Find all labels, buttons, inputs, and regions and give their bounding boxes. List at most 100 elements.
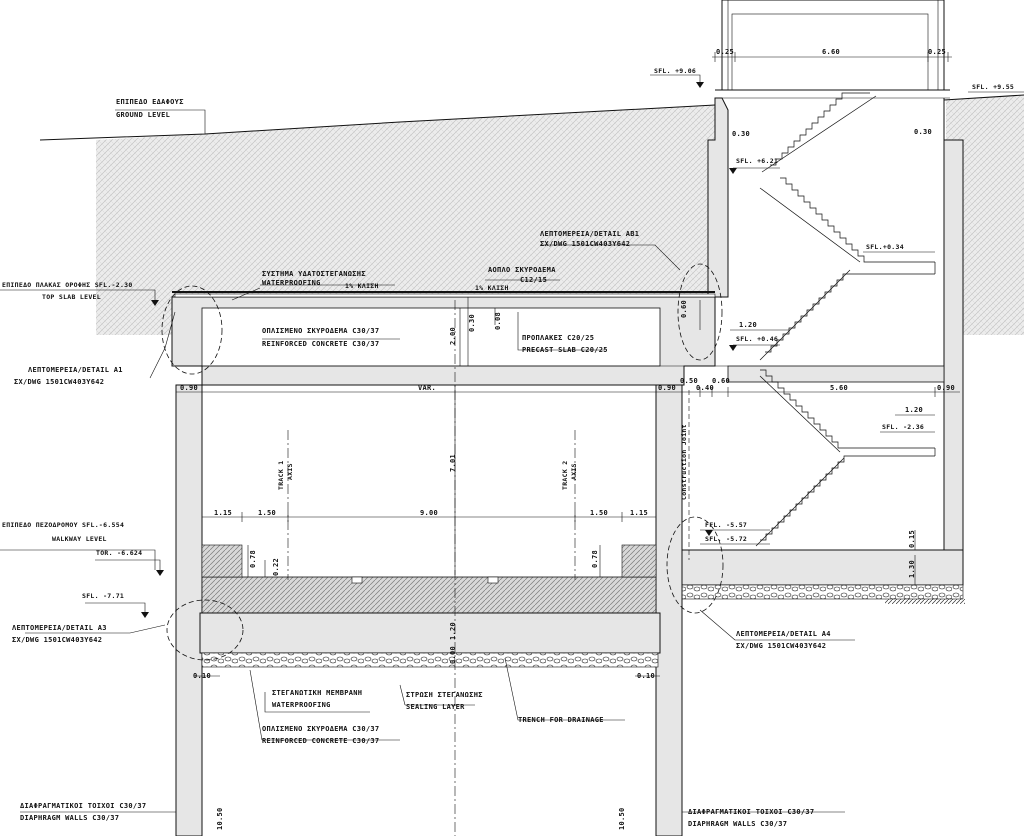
- ground-line-right: [943, 94, 1024, 101]
- dim-900: 9.00: [420, 509, 438, 517]
- slope-label-2: 1% ΚΛΙΣΗ: [475, 284, 509, 292]
- waterproofing-gr: ΣΥΣΤΗΜΑ ΥΔΑΤΟΣΤΕΓΑΝΩΣΗΣ: [262, 270, 366, 278]
- dim-090-c: 0.90: [937, 384, 955, 392]
- dim-701: 7.01: [449, 454, 457, 472]
- trench-label: TRENCH FOR DRAINAGE: [518, 716, 604, 724]
- dim-1050-b: 10.50: [618, 807, 626, 830]
- slope-label-1: 1% ΚΛΙΣΗ: [345, 282, 379, 290]
- soil-mass-right: [946, 95, 1024, 335]
- precast-slab-gr: ΠΡΟΠΛΑΚΕΣ C20/25: [522, 334, 594, 342]
- dim-078-b: 0.78: [591, 550, 599, 568]
- tor-level: TOR. -6.624: [96, 549, 142, 557]
- dim-030-a: 0.30: [732, 130, 750, 138]
- level-markers: [141, 82, 737, 618]
- sfl-236: SFL. -2.36: [882, 423, 924, 431]
- sealing-layer-en: SEALING LAYER: [406, 703, 465, 711]
- diaphragm-left-en: DIAPHRAGM WALLS C30/37: [20, 814, 119, 822]
- dim-060-b: 0.60: [712, 377, 730, 385]
- dim-090-b: 0.90: [658, 384, 676, 392]
- walkway-level-gr: ΕΠΙΠΕΔΟ ΠΕΖΟΔΡΟΜΟΥ SFL.-6.554: [2, 521, 124, 529]
- annotation-text: ΕΠΙΠΕΔΟ ΕΔΑΦΟΥΣ GROUND LEVEL ΕΠΙΠΕΔΟ ΠΛΑ…: [2, 67, 1014, 828]
- dim-022: 0.22: [272, 558, 280, 576]
- dim-120-c: 1.20: [449, 622, 457, 640]
- dim-025-a: 0.25: [716, 48, 734, 56]
- dim-010-b: 0.10: [637, 672, 655, 680]
- top-slab-en: TOP SLAB LEVEL: [42, 293, 101, 301]
- dim-050: 0.50: [680, 377, 698, 385]
- dimension-text: 0.25 6.60 0.25 0.30 0.30 0.90 VAR. 0.90 …: [180, 48, 955, 830]
- waterproofing-en: WATERPROOFING: [262, 279, 321, 287]
- soil-mass: [96, 105, 715, 335]
- dim-120-a: 1.20: [739, 321, 757, 329]
- sfl-046: SFL. +0.46: [736, 335, 778, 343]
- sfl-955: SFL. +9.55: [972, 83, 1014, 91]
- dim-030-b: 0.30: [914, 128, 932, 136]
- dim-040: 0.40: [696, 384, 714, 392]
- detail-a1-ref: ΣΧ/DWG 1501CW403Y642: [14, 378, 104, 386]
- diaphragm-right-en: DIAPHRAGM WALLS C30/37: [688, 820, 787, 828]
- dim-115-a: 1.15: [214, 509, 232, 517]
- dim-150-b: 1.50: [590, 509, 608, 517]
- dim-130: 1.30: [908, 560, 916, 578]
- sfl-572: SFL. -5.72: [705, 535, 747, 543]
- diaphragm-right-gr: ΔΙΑΦΡΑΓΜΑΤΙΚΟΙ ΤΟΙΧΟΙ C30/37: [688, 808, 814, 816]
- dimension-lines: [175, 52, 960, 677]
- reinforced-concrete-gr: ΟΠΛΙΣΜΕΝΟ ΣΚΥΡΟΔΕΜΑ C30/37: [262, 327, 379, 335]
- dim-030-c: 0.30: [468, 314, 476, 332]
- reinforced-concrete-en: REINFORCED CONCRETE C30/37: [262, 340, 379, 348]
- top-slab-gr: ΕΠΙΠΕΔΟ ΠΛΑΚΑΣ ΟΡΟΦΗΣ SFL.-2.30: [2, 281, 133, 289]
- ground-level-gr: ΕΠΙΠΕΔΟ ΕΔΑΦΟΥΣ: [116, 98, 184, 106]
- dim-008: 0.08: [494, 312, 502, 330]
- membrane-gr: ΣΤΕΓΑΝΩΤΙΚΗ ΜΕΜΒΡΑΝΗ: [272, 689, 362, 697]
- dim-015: 0.15: [908, 530, 916, 548]
- detail-a1-label: ΛΕΠΤΟΜΕΡΕΙΑ/DETAIL A1: [28, 366, 123, 374]
- ground-level-en: GROUND LEVEL: [116, 111, 170, 119]
- dim-120-b: 1.20: [905, 406, 923, 414]
- detail-callouts: [161, 263, 724, 661]
- membrane-en: WATERPROOFING: [272, 701, 331, 709]
- dim-078-a: 0.78: [249, 550, 257, 568]
- dim-var: VAR.: [418, 384, 436, 392]
- precast-slab-en: PRECAST SLAB C20/25: [522, 346, 608, 354]
- construction-joint-label: Construction Joint: [680, 424, 688, 500]
- stair-shaft: [679, 97, 965, 604]
- plain-concrete-gr: ΑΟΠΛΟ ΣΚΥΡΟΔΕΜΑ: [488, 266, 556, 274]
- detail-a3-label: ΛΕΠΤΟΜΕΡΕΙΑ/DETAIL A3: [12, 624, 107, 632]
- dim-115-b: 1.15: [630, 509, 648, 517]
- leader-lines: [0, 74, 1024, 813]
- dim-000: 0.00: [449, 646, 457, 664]
- dim-090-a: 0.90: [180, 384, 198, 392]
- tunnel-structure: [171, 291, 728, 836]
- sfl-034: SFL.+0.34: [866, 243, 904, 251]
- reinforced-concrete2-gr: ΟΠΛΙΣΜΕΝΟ ΣΚΥΡΟΔΕΜΑ C30/37: [262, 725, 379, 733]
- dim-025-b: 0.25: [928, 48, 946, 56]
- upper-shaft: [715, 0, 950, 99]
- plain-concrete-en: C12/15: [520, 276, 547, 284]
- track1-label: TRACK 1: [277, 461, 285, 491]
- detail-ab1-label: ΛΕΠΤΟΜΕΡΕΙΑ/DETAIL AB1: [540, 230, 639, 238]
- detail-ab1-ref: ΣΧ/DWG 1501CW403Y642: [540, 240, 630, 248]
- ffl-557: FFL. -5.57: [705, 521, 747, 529]
- dim-150-a: 1.50: [258, 509, 276, 517]
- detail-a4-ref: ΣΧ/DWG 1501CW403Y642: [736, 642, 826, 650]
- sfl-621: SFL. +6.21: [736, 157, 778, 165]
- sealing-layer-gr: ΣΤΡΩΣΗ ΣΤΕΓΑΝΩΣΗΣ: [406, 691, 483, 699]
- dim-010-a: 0.10: [193, 672, 211, 680]
- track2-label: TRACK 2: [561, 461, 569, 491]
- detail-a3-ref: ΣΧ/DWG 1501CW403Y642: [12, 636, 102, 644]
- reinforced-concrete2-en: REINFORCED CONCRETE C30/37: [262, 737, 379, 745]
- sfl-771: SFL. -7.71: [82, 592, 124, 600]
- dim-1050-a: 10.50: [216, 807, 224, 830]
- dim-660: 6.60: [822, 48, 840, 56]
- stair-flights: [755, 92, 936, 547]
- track2-axis-label: AXIS: [570, 463, 578, 480]
- dim-200: 2.00: [449, 327, 457, 345]
- track1-axis-label: AXIS: [286, 463, 294, 480]
- diaphragm-left-gr: ΔΙΑΦΡΑΓΜΑΤΙΚΟΙ ΤΟΙΧΟΙ C30/37: [20, 802, 146, 810]
- dim-060-a: 0.60: [680, 300, 688, 318]
- dim-560: 5.60: [830, 384, 848, 392]
- walkway-level-en: WALKWAY LEVEL: [52, 535, 107, 543]
- detail-a4-label: ΛΕΠΤΟΜΕΡΕΙΑ/DETAIL A4: [736, 630, 831, 638]
- sfl-906: SFL. +9.06: [654, 67, 696, 75]
